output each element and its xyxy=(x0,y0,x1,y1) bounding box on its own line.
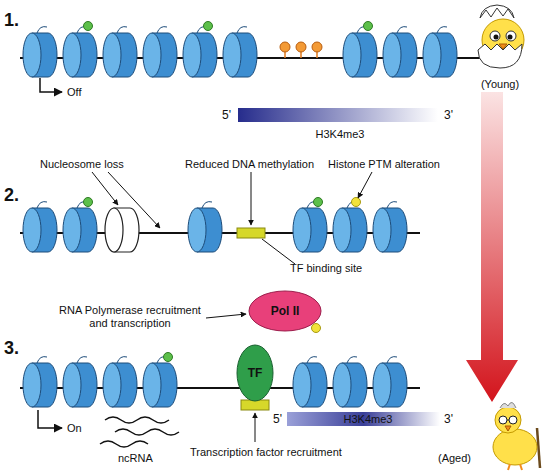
nucleosome xyxy=(333,202,367,252)
rna-label: ncRNA xyxy=(118,452,178,465)
dna-methylation-marks xyxy=(280,42,322,58)
ellipse-shape xyxy=(237,345,273,401)
mark-name: H3K4me3 xyxy=(323,413,413,426)
nucleosome xyxy=(63,27,97,77)
nucleosome xyxy=(183,27,217,77)
leader-line xyxy=(262,239,295,264)
aged-chicken xyxy=(493,402,540,470)
polymerase-ellipse: Pol II xyxy=(248,290,322,332)
leader-line xyxy=(92,172,118,205)
leader-line xyxy=(255,413,256,442)
histone-mark xyxy=(84,198,93,207)
callout-text: Histone PTM alteration xyxy=(328,158,468,171)
leader-line xyxy=(108,172,160,228)
tf-ellipse: TF xyxy=(236,344,274,402)
end-marker: 5' xyxy=(222,108,238,122)
leader-line xyxy=(206,314,246,318)
lost-nucleosome xyxy=(105,208,139,252)
young-chick xyxy=(478,5,524,68)
callout-text: RNA Polymerase recruitment and transcrip… xyxy=(50,304,210,330)
histone-marks xyxy=(84,22,373,31)
nucleosome xyxy=(103,27,137,77)
aging-arrow xyxy=(466,92,518,402)
panel-number: 2. xyxy=(4,185,34,205)
histone-mark xyxy=(164,353,173,362)
end-marker: 3' xyxy=(444,412,460,426)
nucleosome xyxy=(383,27,417,77)
mark-name: H3K4me3 xyxy=(300,128,380,141)
tf-binding-site xyxy=(237,228,265,238)
leader-line xyxy=(358,172,372,198)
nucleosome xyxy=(373,202,407,252)
nucleosome xyxy=(223,27,257,77)
nucleosome xyxy=(333,357,367,407)
tss-arrow xyxy=(40,78,62,92)
histone-mark xyxy=(314,198,323,207)
nucleosome xyxy=(63,357,97,407)
end-marker: 3' xyxy=(444,108,460,122)
nucleosome xyxy=(23,27,57,77)
nucleosome xyxy=(293,202,327,252)
panel-number: 3. xyxy=(4,338,34,358)
nucleosome xyxy=(423,27,457,77)
node-label: Pol II xyxy=(248,304,322,318)
nucleosome xyxy=(188,202,222,252)
altered-histone-mark xyxy=(352,198,361,207)
nucleosome xyxy=(143,27,177,77)
nucleosome xyxy=(23,202,57,252)
panel-one-array xyxy=(20,22,480,123)
ncrna-strands xyxy=(100,417,179,447)
panel-two-array xyxy=(20,172,420,264)
state-label: On xyxy=(67,422,97,435)
ellipse-shape xyxy=(249,291,321,331)
phospho-mark xyxy=(312,324,321,333)
nucleosome xyxy=(373,357,407,407)
age-label: (Aged) xyxy=(438,452,488,465)
age-label: (Young) xyxy=(470,78,530,91)
panel-number: 1. xyxy=(4,10,34,30)
callout-text: Transcription factor recruitment xyxy=(190,446,360,459)
panel-three-array xyxy=(20,314,440,447)
tss-arrow xyxy=(38,410,62,428)
nucleosome xyxy=(63,202,97,252)
nucleosome xyxy=(103,357,137,407)
nucleosome xyxy=(23,357,57,407)
callout-text: Reduced DNA methylation xyxy=(185,158,325,171)
h3k4me3-gradient xyxy=(287,412,440,426)
nucleosome xyxy=(293,357,327,407)
leader-line xyxy=(251,172,252,225)
h3k4me3-gradient xyxy=(238,108,438,122)
node-label: TF xyxy=(236,366,274,380)
nucleosome xyxy=(343,27,377,77)
state-label: Off xyxy=(67,86,97,99)
callout-text: Nucleosome loss xyxy=(40,158,150,171)
end-marker: 5' xyxy=(273,412,289,426)
callout-text: TF binding site xyxy=(290,262,400,275)
nucleosome xyxy=(143,357,177,407)
